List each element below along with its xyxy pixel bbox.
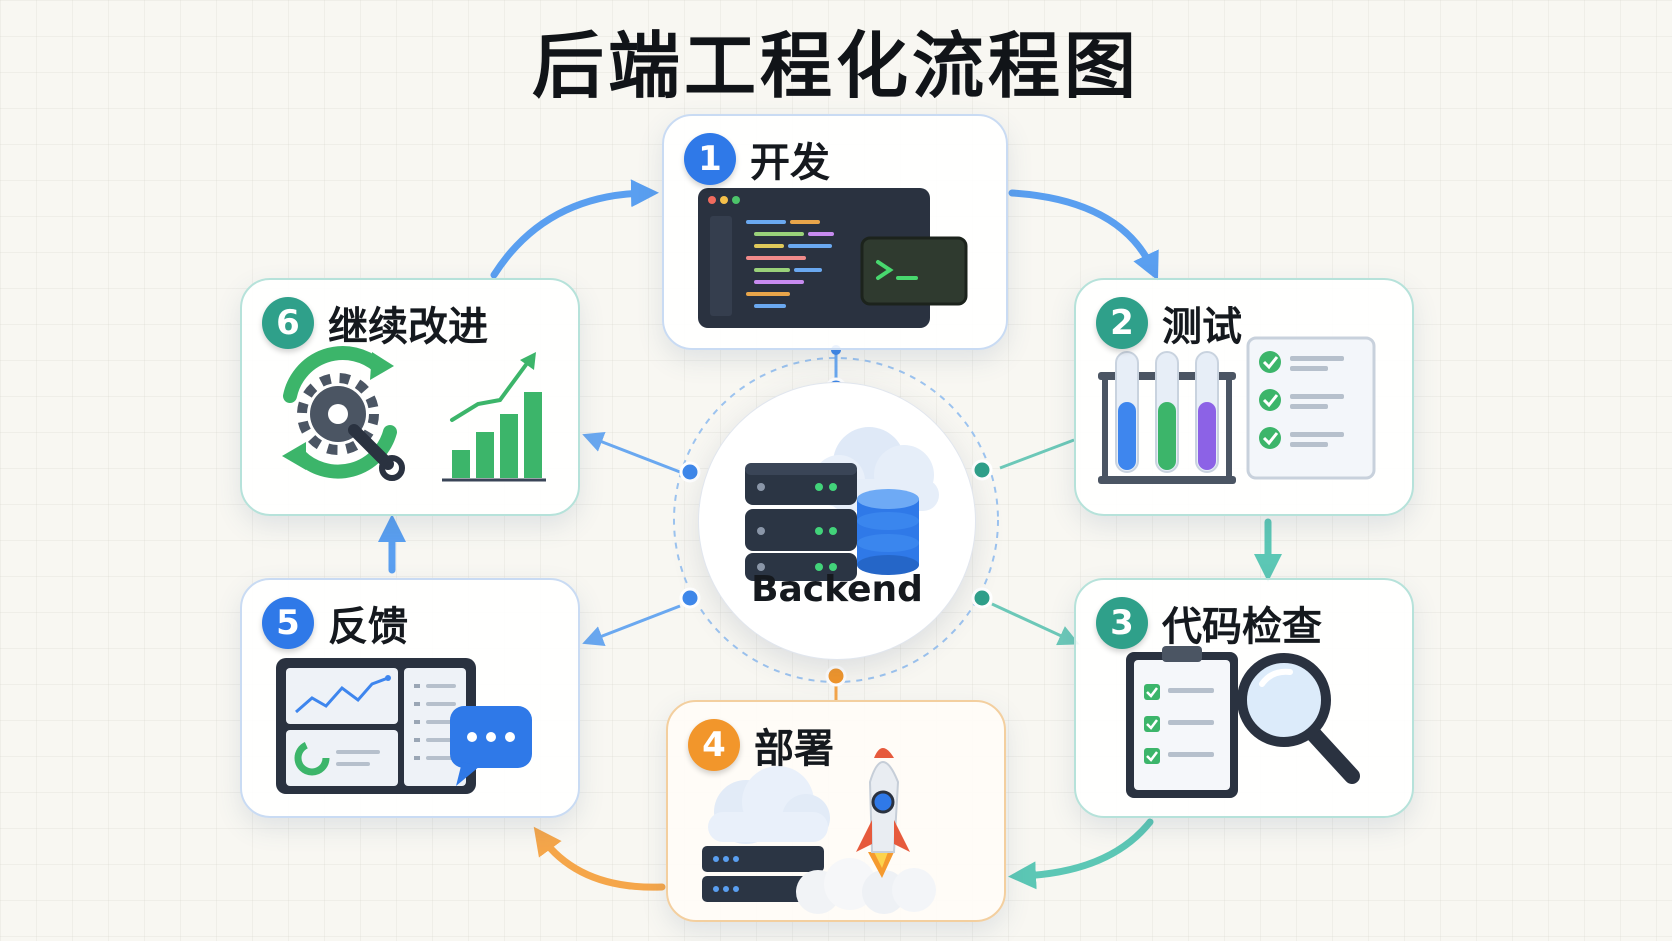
step-badge: 1 — [684, 133, 736, 185]
server-icon — [702, 846, 824, 902]
step-badge: 6 — [262, 297, 314, 349]
step-label: 代码检查 — [1162, 604, 1322, 650]
clipboard-checklist-icon — [1126, 646, 1238, 798]
page-title: 后端工程化流程图 — [531, 24, 1140, 108]
step-card-deploy[interactable]: 4 部署 — [666, 700, 1006, 922]
hub-label: Backend — [751, 569, 923, 610]
terminal-icon — [860, 236, 968, 306]
step-card-develop[interactable]: 1 开发 — [662, 114, 1008, 350]
checklist-icon — [1246, 336, 1376, 480]
arrow-1-to-2 — [1008, 189, 1159, 281]
step-card-feedback[interactable]: 5 反馈 — [240, 578, 580, 818]
server-stack-icon — [745, 427, 939, 581]
test-tubes-icon — [1098, 351, 1236, 484]
step-label: 开发 — [750, 140, 830, 186]
cloud-icon — [708, 766, 830, 844]
step-card-test[interactable]: 2 测试 — [1074, 278, 1414, 516]
arrow-6-to-1 — [490, 179, 659, 279]
growth-chart-icon — [442, 352, 546, 482]
step-badge: 2 — [1096, 297, 1148, 349]
step-card-code-review[interactable]: 3 代码检查 — [1074, 578, 1414, 818]
step-label: 测试 — [1162, 304, 1242, 350]
rocket-icon — [796, 748, 936, 914]
step-badge: 4 — [688, 719, 740, 771]
step-label: 反馈 — [328, 604, 408, 650]
chat-bubble-icon — [450, 706, 532, 786]
step-badge: 5 — [262, 597, 314, 649]
refresh-gear-icon — [282, 346, 405, 481]
dashboard-icon — [276, 658, 476, 794]
backend-hub: Backend — [698, 382, 976, 660]
arrow-3-to-4 — [1008, 818, 1154, 890]
step-badge: 3 — [1096, 597, 1148, 649]
arrow-4-to-5 — [533, 826, 666, 891]
magnifier-icon — [1237, 653, 1360, 784]
step-label: 部署 — [754, 726, 834, 772]
step-card-improve[interactable]: 6 继续改进 — [240, 278, 580, 516]
database-icon — [857, 489, 919, 575]
step-label: 继续改进 — [328, 304, 488, 350]
